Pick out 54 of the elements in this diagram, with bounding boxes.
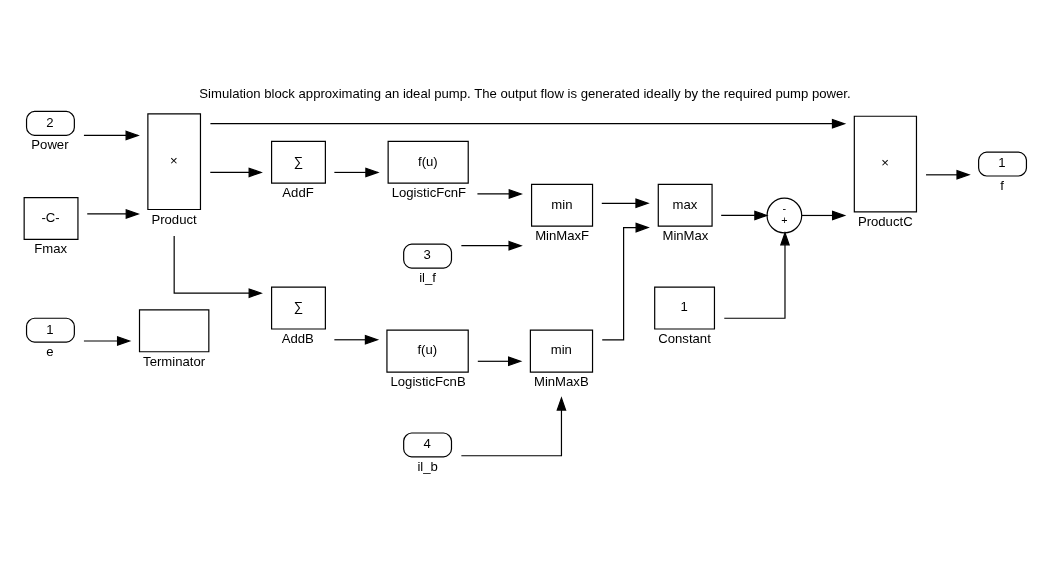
node-box: ∑	[271, 140, 326, 184]
arrow	[477, 355, 523, 366]
node-box: 2	[25, 110, 75, 136]
node-label: MinMaxB	[533, 373, 589, 389]
arrow	[476, 188, 523, 199]
node-label: AddF	[282, 184, 314, 200]
node-label: Power	[31, 136, 69, 152]
node-box: 1	[654, 286, 716, 330]
node-label: Terminator	[143, 353, 206, 369]
arrow	[209, 118, 847, 129]
node-box: -C-	[23, 196, 79, 240]
node-label: Product	[151, 211, 197, 227]
node-label: il_b	[417, 458, 438, 474]
node-label: LogisticFcnF	[391, 184, 467, 200]
diagram-title: Simulation block approximating an ideal pump. The output flow is generated ideally by the required pump power.	[199, 85, 851, 101]
node-box: f(u)	[386, 329, 469, 373]
arrow	[173, 234, 263, 298]
node-box: f(u)	[387, 140, 469, 184]
node-box: 1	[978, 151, 1028, 177]
arrow	[83, 335, 132, 346]
node-box: min	[530, 183, 594, 227]
arrow	[720, 209, 769, 220]
arrow	[723, 230, 790, 319]
arrow	[460, 240, 523, 251]
node-label: e	[46, 343, 54, 359]
arrow	[601, 197, 650, 208]
node-box: 3	[403, 243, 453, 269]
node-box: ∑	[271, 286, 326, 330]
node-label: LogisticFcnB	[390, 373, 466, 389]
node-box: ×	[147, 112, 202, 210]
arrow	[83, 129, 140, 140]
node-box: 4	[403, 431, 453, 458]
node-box: 1	[25, 317, 75, 343]
arrow	[801, 209, 847, 220]
node-box	[138, 308, 210, 352]
node-circle: - +	[766, 197, 803, 233]
node-label: AddB	[281, 330, 314, 346]
arrow	[86, 208, 140, 219]
arrow	[209, 166, 263, 177]
arrow	[333, 334, 380, 345]
node-label: Constant	[658, 330, 711, 346]
node-label: Fmax	[34, 240, 68, 256]
node-label: il_f	[419, 269, 436, 285]
node-label: MinMax	[662, 227, 709, 243]
arrow	[460, 395, 567, 456]
arrow	[925, 169, 971, 180]
node-label: MinMaxF	[535, 227, 590, 243]
node-label: f	[1000, 177, 1004, 193]
node-label: ProductC	[857, 213, 913, 229]
arrow	[601, 222, 650, 340]
node-box: ×	[853, 115, 918, 212]
arrow	[333, 166, 380, 177]
node-box: min	[529, 329, 594, 373]
node-box: max	[657, 183, 713, 227]
